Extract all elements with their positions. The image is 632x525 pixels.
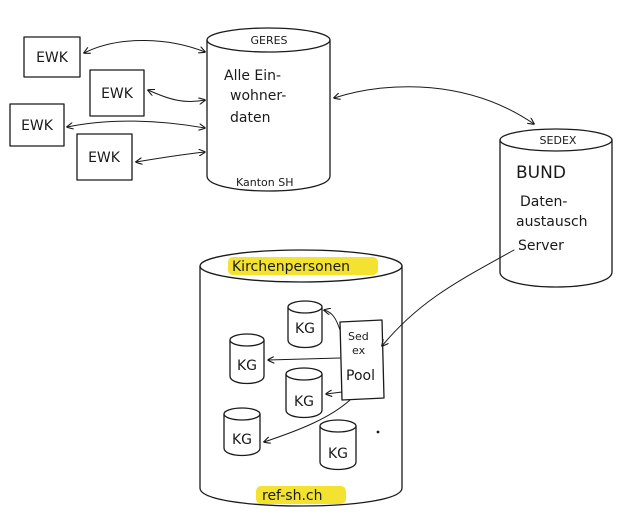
arrow-ewk1-geres — [84, 40, 205, 53]
kg-3-label: KG — [294, 394, 314, 410]
arrow-pool-kg3 — [326, 392, 343, 394]
sedex-line-1: BUND — [516, 163, 566, 183]
sedex-database: SEDEX BUND Daten- austausch Server — [499, 128, 613, 288]
geres-footer: Kanton SH — [236, 176, 294, 189]
arrow-pool-kg4 — [264, 399, 351, 442]
arrow-ewk4-geres — [136, 152, 205, 162]
ewk-box-2: EWK — [89, 69, 145, 117]
ewk-box-4-label: EWK — [88, 150, 121, 166]
sedex-pool: Sed ex Pool — [339, 319, 385, 401]
kg-db-4: KG — [223, 407, 261, 457]
kirche-database: Kirchenpersonen ref-sh.ch — [199, 249, 403, 507]
arrow-ewk3-geres — [67, 120, 205, 128]
arrow-geres-sedex — [334, 86, 534, 124]
kg-5-label: KG — [328, 446, 348, 462]
kg-db-3: KG — [285, 367, 323, 419]
kg-2-label: KG — [237, 358, 257, 374]
arrow-sedex-pool — [382, 249, 515, 346]
kg-db-1: KG — [287, 300, 323, 349]
geres-line-3: daten — [230, 110, 270, 126]
geres-line-2: wohner- — [230, 88, 286, 104]
sedex-title: SEDEX — [540, 134, 577, 147]
ewk-box-2-label: EWK — [101, 86, 134, 102]
pool-kg-arrows — [264, 310, 351, 442]
kirche-title-highlight — [228, 257, 378, 275]
ewk-box-1-label: EWK — [36, 50, 69, 66]
stray-dot — [376, 430, 380, 434]
kg-db-5: KG — [319, 419, 357, 471]
sedex-line-2: Daten- — [520, 194, 567, 210]
arrow-pool-kg2 — [268, 358, 341, 360]
arrow-pool-kg1 — [324, 310, 341, 331]
kg-db-2: KG — [229, 333, 265, 385]
geres-title: GERES — [250, 34, 287, 47]
ewk-box-3: EWK — [9, 103, 65, 147]
sedex-line-4: Server — [518, 238, 564, 254]
pool-line-3: Pool — [346, 368, 375, 384]
geres-database: GERES Alle Ein- wohner- daten Kanton SH — [206, 27, 331, 192]
kirche-footer: ref-sh.ch — [262, 488, 322, 504]
pool-line-2: ex — [352, 344, 366, 357]
kg-1-label: KG — [295, 321, 315, 337]
kirche-footer-highlight — [256, 486, 346, 504]
ewk-box-1: EWK — [23, 36, 81, 78]
pool-line-1: Sed — [348, 330, 369, 343]
ewk-box-4: EWK — [76, 133, 133, 181]
arrow-ewk2-geres — [148, 90, 205, 102]
kg-4-label: KG — [232, 432, 252, 448]
ewk-geres-arrows — [67, 40, 205, 162]
geres-line-1: Alle Ein- — [224, 68, 281, 84]
ewk-box-3-label: EWK — [21, 118, 54, 134]
sedex-line-3: austausch — [516, 214, 588, 230]
kirche-title: Kirchenpersonen — [232, 259, 350, 275]
